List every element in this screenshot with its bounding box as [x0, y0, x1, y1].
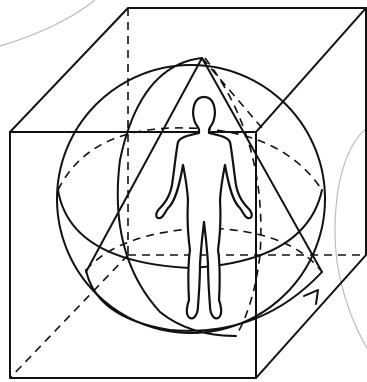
cube-top-face	[10, 8, 366, 132]
background-arc-top-left	[0, 0, 95, 46]
human-figure	[156, 97, 252, 318]
human-body-outline	[156, 97, 252, 318]
base-ellipse-front-half	[86, 270, 322, 331]
cube-right-face	[256, 8, 366, 378]
rotation-arrow-icon	[304, 290, 318, 304]
background-arcs	[0, 0, 367, 348]
cube-back-depth-edge	[10, 255, 128, 378]
background-arc-right	[335, 128, 367, 348]
